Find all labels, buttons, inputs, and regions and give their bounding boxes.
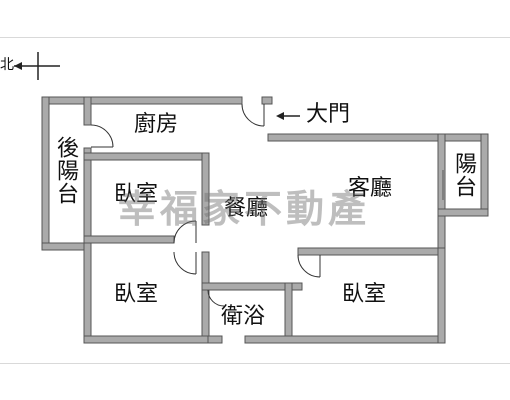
room-label-bedroom-1: 臥室 xyxy=(114,182,159,207)
room-label-back-balcony: 後陽台 xyxy=(53,136,78,205)
room-label-balcony: 陽台 xyxy=(451,152,476,198)
compass-arrow-icon xyxy=(14,52,60,80)
door-arrow-icon xyxy=(276,112,300,120)
walls xyxy=(41,96,489,344)
main-door-label: 大門 xyxy=(306,102,351,127)
room-label-kitchen: 廚房 xyxy=(134,112,179,137)
room-label-bedroom-2: 臥室 xyxy=(114,282,159,307)
bottom-border-line xyxy=(0,363,510,364)
top-border-line xyxy=(0,37,510,38)
room-label-bathroom: 衛浴 xyxy=(221,304,266,329)
window-marks xyxy=(437,170,444,325)
door-swings xyxy=(90,103,321,307)
compass-label: 北 xyxy=(0,57,14,73)
watermark: 幸福家不動產 xyxy=(118,187,371,231)
room-label-dining: 餐廳 xyxy=(224,196,269,221)
room-label-bedroom-3: 臥室 xyxy=(342,282,387,307)
room-label-living: 客廳 xyxy=(348,176,393,201)
